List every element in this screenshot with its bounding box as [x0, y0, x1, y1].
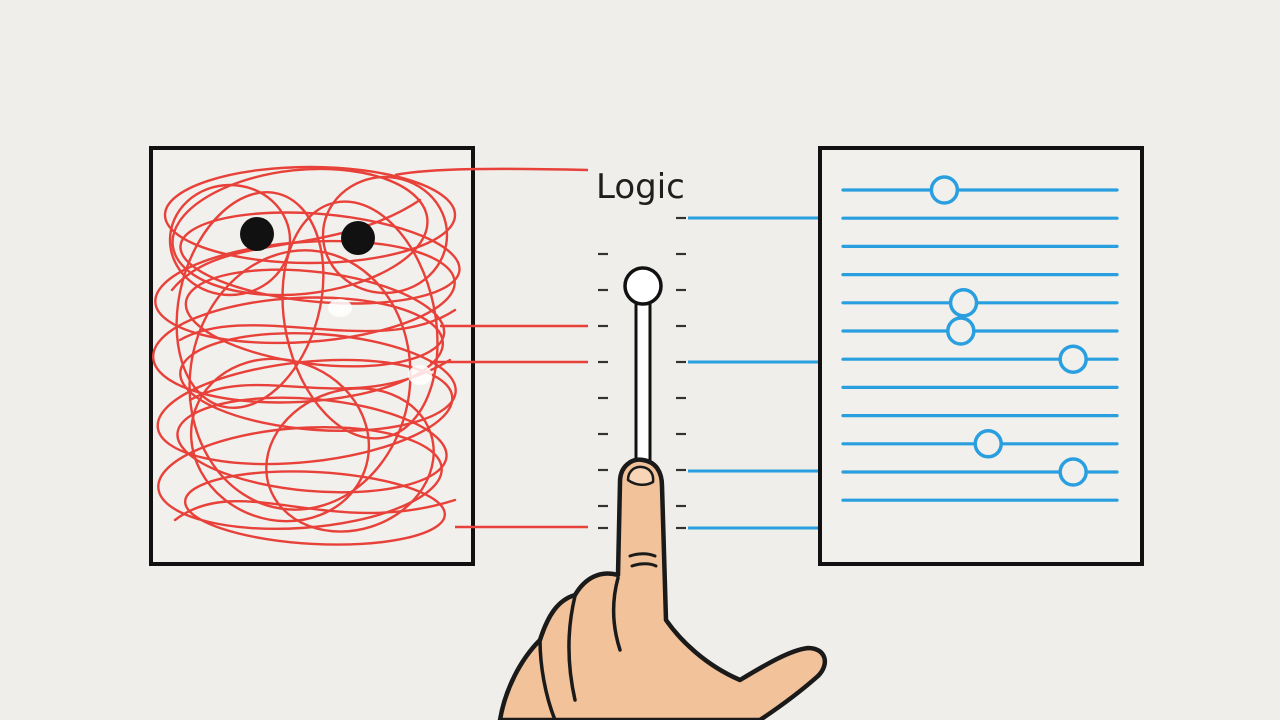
tangled-scribble-icon — [149, 146, 475, 566]
red-connectors — [394, 167, 589, 529]
highlight — [408, 365, 432, 385]
right-slider-knob[interactable] — [973, 429, 1003, 459]
finger-crease — [628, 552, 657, 558]
eye-left — [240, 217, 274, 251]
center-title: Logic — [596, 167, 685, 207]
slider-knob[interactable] — [623, 266, 663, 306]
pointing-hand-icon — [497, 457, 828, 720]
right-slider-knob[interactable] — [1058, 457, 1088, 487]
right-slider-knob[interactable] — [948, 288, 979, 318]
right-slider-knob[interactable] — [946, 316, 976, 346]
knuckle-line — [567, 594, 577, 702]
knuckle-line — [611, 576, 622, 652]
finger-crease — [630, 562, 658, 568]
slider-ticks — [598, 216, 686, 530]
highlight — [328, 299, 352, 317]
vertical-slider-icon — [598, 216, 686, 530]
eye-right — [341, 221, 375, 255]
nail — [626, 465, 655, 486]
right-slider-knobs — [929, 175, 1088, 487]
red-tangle — [151, 165, 461, 546]
right-slider-knob[interactable] — [929, 175, 960, 205]
slider-track[interactable] — [634, 298, 652, 472]
hand-palm — [497, 457, 828, 720]
knuckle-line — [538, 638, 557, 720]
red-connector-line — [394, 167, 589, 177]
ordered-sliders-icon — [818, 146, 1144, 566]
right-slider-knob[interactable] — [1058, 344, 1088, 374]
